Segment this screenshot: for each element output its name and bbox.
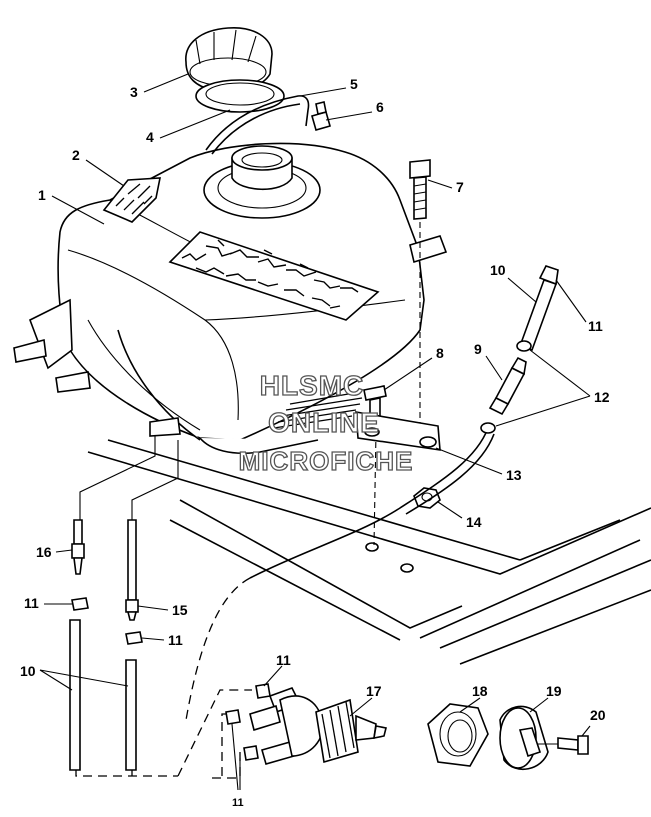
callout-11-left: 11 [24, 595, 72, 611]
svg-text:10: 10 [20, 663, 36, 679]
petcock-knob-19 [499, 705, 549, 770]
svg-text:4: 4 [146, 129, 154, 145]
svg-text:11: 11 [168, 632, 183, 648]
svg-text:17: 17 [366, 683, 382, 699]
watermark-line-1: HLSMC [260, 370, 365, 401]
callout-11-petcock-bottom: 11 [232, 797, 244, 809]
svg-text:15: 15 [172, 602, 188, 618]
vent-fitting [311, 101, 331, 131]
leader-lines [79, 436, 179, 520]
svg-text:13: 13 [506, 467, 522, 483]
callout-20: 20 [581, 707, 606, 737]
clamps-11-petcock [225, 683, 271, 791]
callout-11-petcock-top: 11 [263, 652, 291, 687]
routing-dashes [75, 577, 252, 779]
svg-text:11: 11 [24, 595, 39, 611]
vent-pad [102, 177, 161, 223]
svg-text:14: 14 [466, 514, 482, 530]
fitting-16 [71, 519, 85, 575]
callout-8: 8 [383, 345, 444, 391]
callout-16: 16 [36, 544, 73, 560]
callout-18: 18 [459, 683, 488, 713]
tank-shadow-hatch [273, 391, 363, 429]
standpipe-15 [125, 519, 139, 621]
svg-text:12: 12 [594, 389, 610, 405]
svg-text:6: 6 [376, 99, 384, 115]
svg-text:11: 11 [588, 318, 603, 334]
callout-17: 17 [349, 683, 382, 717]
callout-12: 12 [495, 349, 610, 427]
callout-11-mid: 11 [141, 632, 183, 648]
callout-1: 1 [38, 187, 105, 225]
svg-text:11: 11 [276, 652, 291, 668]
petcock-nut-18 [427, 703, 489, 767]
fuel-cap [185, 27, 273, 93]
inline-fuel-filter [488, 356, 527, 416]
callout-3: 3 [130, 73, 189, 100]
fuel-petcock [249, 687, 387, 765]
callout-11-upper: 11 [555, 279, 603, 334]
callout-6: 6 [325, 99, 384, 121]
svg-text:3: 3 [130, 84, 138, 100]
callout-13: 13 [435, 447, 522, 483]
callout-14: 14 [437, 501, 482, 530]
callout-2: 2 [72, 147, 125, 187]
fuel-line-to-petcock [249, 422, 496, 579]
watermark: HLSMC ONLINE MICROFICHE [238, 369, 414, 476]
callout-15: 15 [137, 602, 188, 618]
svg-text:20: 20 [590, 707, 606, 723]
svg-text:8: 8 [436, 345, 444, 361]
svg-text:19: 19 [546, 683, 562, 699]
clamp-11-left [71, 597, 143, 645]
svg-text:2: 2 [72, 147, 80, 163]
vent-hose [205, 95, 310, 155]
screw-20 [538, 735, 589, 755]
callout-19: 19 [529, 683, 562, 713]
watermark-line-3: MICROFICHE [239, 446, 414, 476]
callout-9: 9 [474, 341, 503, 381]
svg-text:11: 11 [232, 797, 244, 809]
fuel-hose-upper [516, 265, 559, 352]
svg-text:7: 7 [456, 179, 464, 195]
watermark-line-2: ONLINE [268, 407, 380, 438]
svg-text:5: 5 [350, 76, 358, 92]
hose-10-left [69, 619, 137, 771]
callout-7: 7 [427, 179, 464, 195]
cap-gasket [195, 79, 285, 113]
callout-10-left: 10 [20, 663, 129, 691]
frame-lines [87, 439, 651, 665]
svg-text:10: 10 [490, 262, 506, 278]
svg-text:18: 18 [472, 683, 488, 699]
callout-10-upper: 10 [490, 262, 537, 303]
mount-bolt-7 [409, 159, 431, 438]
svg-text:16: 16 [36, 544, 52, 560]
fuel-tank [13, 142, 448, 455]
callout-4: 4 [146, 109, 231, 145]
decal-texture [181, 239, 359, 309]
svg-text:1: 1 [38, 187, 46, 203]
svg-text:9: 9 [474, 341, 482, 357]
callout-5: 5 [299, 76, 358, 97]
